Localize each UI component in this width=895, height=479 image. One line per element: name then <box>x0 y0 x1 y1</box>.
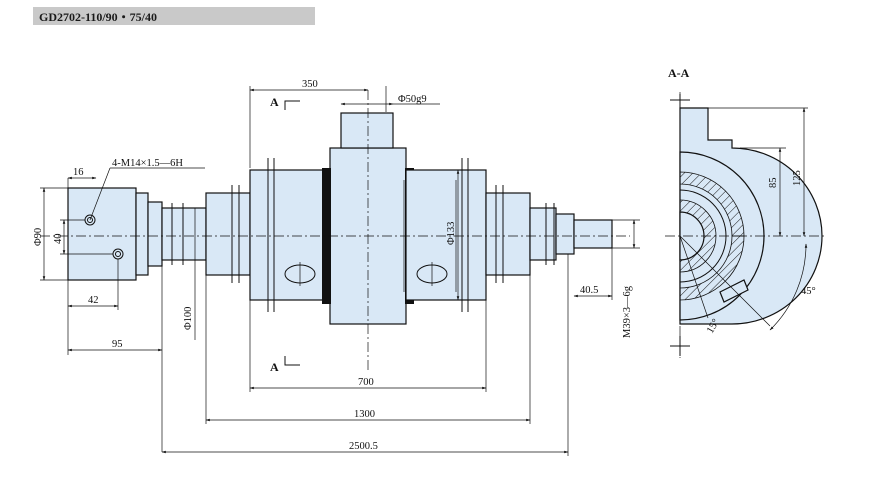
left-ring <box>322 168 331 304</box>
dim-95: 95 <box>112 339 123 350</box>
dim-m39: M39×3—6g <box>622 285 633 338</box>
left-end-block <box>67 187 137 281</box>
left-collar <box>135 192 149 276</box>
left-journal <box>161 207 207 261</box>
left-body <box>249 169 331 301</box>
shaft-elevation <box>40 90 630 370</box>
dim-phi90: Φ90 <box>33 228 44 246</box>
right-journal <box>529 207 557 261</box>
section-view: A-A 125 85 45° 15° <box>665 66 825 358</box>
drawing-title: GD2702-110/90・75/40 <box>39 10 158 24</box>
title-band: GD2702-110/90・75/40 <box>33 7 315 25</box>
dim-phi133: Φ133 <box>446 222 457 245</box>
dim-350: 350 <box>302 79 318 90</box>
dim-angle45: 45° <box>801 286 816 297</box>
dim-phi100: Φ100 <box>183 307 194 330</box>
dim-thread: 4-M14×1.5—6H <box>112 158 183 169</box>
dim-85: 85 <box>768 178 779 189</box>
dim-2500: 2500.5 <box>349 441 378 452</box>
dim-700: 700 <box>358 377 374 388</box>
right-neck <box>555 213 575 255</box>
section-marker-top: A <box>270 95 279 109</box>
dim-125: 125 <box>792 170 803 186</box>
section-label: A-A <box>668 66 690 80</box>
dim-42: 42 <box>88 295 99 306</box>
section-marker-bottom: A <box>270 360 279 374</box>
right-bearing-seat <box>485 192 531 276</box>
left-neck <box>147 201 163 267</box>
section-markers: A A <box>270 95 300 374</box>
dimensions: 350 Φ50g9 16 4-M14×1.5—6H Φ90 40 42 95 Φ… <box>33 79 640 456</box>
right-thread-end <box>573 219 613 249</box>
dim-phi50: Φ50g9 <box>398 94 427 105</box>
left-bearing-seat <box>205 192 251 276</box>
dim-16: 16 <box>73 167 84 178</box>
dim-40-5: 40.5 <box>580 285 598 296</box>
dim-1300: 1300 <box>354 409 375 420</box>
dim-40: 40 <box>53 234 64 245</box>
hub-boss <box>340 112 394 149</box>
